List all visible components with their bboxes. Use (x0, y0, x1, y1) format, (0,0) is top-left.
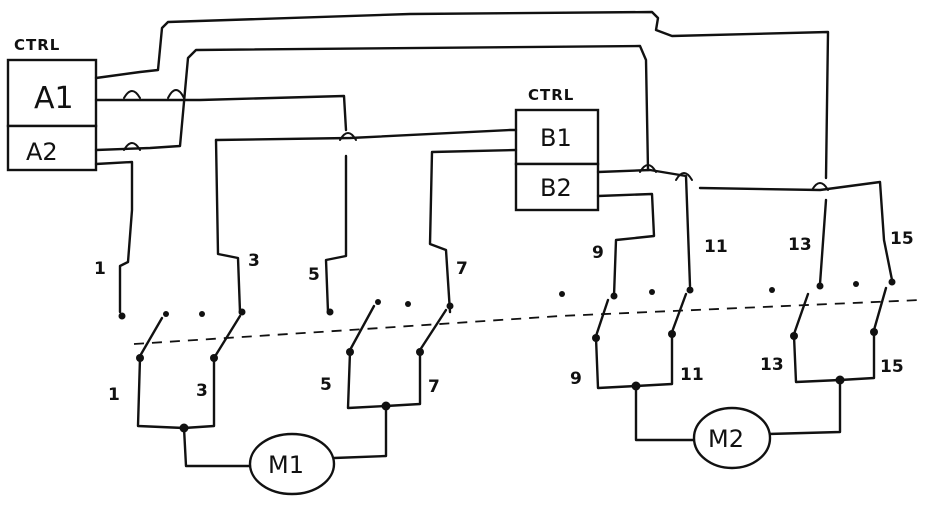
bottom-terminal-9: 9 (570, 369, 582, 389)
hop-b3 (675, 172, 693, 181)
controller-a-output-a2-label: A2 (26, 138, 58, 166)
controller-a-output-a2-box (6, 124, 98, 172)
switch-blade-5 (348, 304, 376, 352)
motor-m2-circuit: M2 (594, 330, 876, 470)
contact-idle-6 (649, 289, 655, 295)
bottom-terminal-5: 5 (320, 375, 332, 395)
motor-m1 (248, 432, 336, 496)
contact-15-top (888, 278, 896, 286)
controller-a-output-a1-box (6, 58, 98, 128)
controller-b-output-b2-label: B2 (540, 174, 572, 202)
top-terminal-11: 11 (704, 237, 728, 257)
motor-m1-circuit: M1 (136, 350, 422, 496)
top-terminal-13: 13 (788, 235, 812, 255)
m2-right-lead (766, 378, 842, 436)
contact-idle-3 (375, 299, 381, 305)
contact-idle-8 (853, 281, 859, 287)
m1-right-lead (332, 404, 388, 460)
contact-idle-1 (163, 311, 169, 317)
contact-1-top (118, 312, 126, 320)
contact-13-top (816, 282, 824, 290)
hop-a1 (123, 90, 141, 99)
b1-to-3-wire (214, 128, 518, 142)
contact-idle-2 (199, 311, 205, 317)
top-terminal-5: 5 (308, 265, 320, 285)
terminal-1-feed (94, 160, 134, 314)
terminal-13-feed (818, 198, 828, 286)
bottom-terminal-11: 11 (680, 365, 704, 385)
hop-b4 (811, 182, 829, 191)
contact-3-top (238, 308, 246, 316)
top-terminal-labels: 1 3 5 7 9 11 13 15 (94, 229, 914, 285)
controller-a-heading: CTRL (14, 36, 60, 54)
switch-blade-13 (792, 292, 810, 336)
contact-idle-5 (559, 291, 565, 297)
bottom-terminal-15: 15 (880, 357, 904, 377)
terminal-7-feed (428, 148, 518, 314)
terminal-5-feed (324, 154, 348, 314)
top-terminal-15: 15 (890, 229, 914, 249)
hop-b1 (339, 132, 357, 141)
switch-linkage-dashed (133, 299, 921, 345)
controller-b-output-b2-box (514, 162, 600, 212)
switch-group-m1 (118, 299, 454, 362)
switch-blade-11 (670, 292, 688, 334)
hop-a3 (123, 142, 141, 151)
contact-idle-7 (769, 287, 775, 293)
controller-a-output-a1-label: A1 (34, 81, 74, 116)
controller-b: CTRL B1 B2 (514, 86, 600, 212)
m2-left-lead (634, 384, 698, 442)
bottom-terminal-1: 1 (108, 385, 120, 405)
top-terminal-3: 3 (248, 251, 260, 271)
hop-a2 (167, 89, 185, 99)
contact-5-top (326, 308, 334, 316)
control-wiring (94, 10, 894, 314)
controller-b-heading: CTRL (528, 86, 574, 104)
bottom-terminal-7: 7 (428, 377, 440, 397)
bottom-terminal-3: 3 (196, 381, 208, 401)
motor-m1-label: M1 (268, 451, 304, 479)
m1-right-pair-wire (346, 350, 422, 410)
second-top-wire (94, 44, 650, 172)
top-terminal-7: 7 (456, 259, 468, 279)
top-loop-wire (94, 10, 830, 180)
controller-b-output-b1-label: B1 (540, 124, 572, 152)
terminal-11-feed (596, 168, 692, 288)
switch-group-m2 (559, 278, 896, 342)
switch-blade-9 (594, 298, 610, 338)
switch-blade-15 (872, 286, 888, 332)
contact-9-top (610, 292, 618, 300)
controller-a: CTRL A1 A2 (6, 36, 98, 172)
m2-left-pair-wire (594, 332, 674, 390)
terminal-3-feed (214, 138, 242, 314)
motor-m2-label: M2 (708, 425, 744, 453)
m1-left-lead (182, 426, 252, 468)
bottom-terminal-13: 13 (760, 355, 784, 375)
top-terminal-1: 1 (94, 259, 106, 279)
contact-11-top (686, 286, 694, 294)
hop-b2 (639, 164, 657, 173)
switch-blade-7 (418, 308, 448, 352)
bottom-terminal-labels: 1 3 5 7 9 11 13 15 (108, 355, 904, 405)
contact-idle-4 (405, 301, 411, 307)
terminal-9-feed (596, 192, 656, 298)
a1-feed-wire (94, 94, 348, 132)
switch-blade-1 (138, 316, 164, 358)
top-terminal-9: 9 (592, 243, 604, 263)
switch-blade-3 (212, 314, 242, 360)
terminal-15-feed (698, 180, 894, 282)
motor-m2 (692, 406, 772, 470)
contact-7-top (446, 302, 454, 310)
m2-right-pair-wire (792, 330, 876, 384)
